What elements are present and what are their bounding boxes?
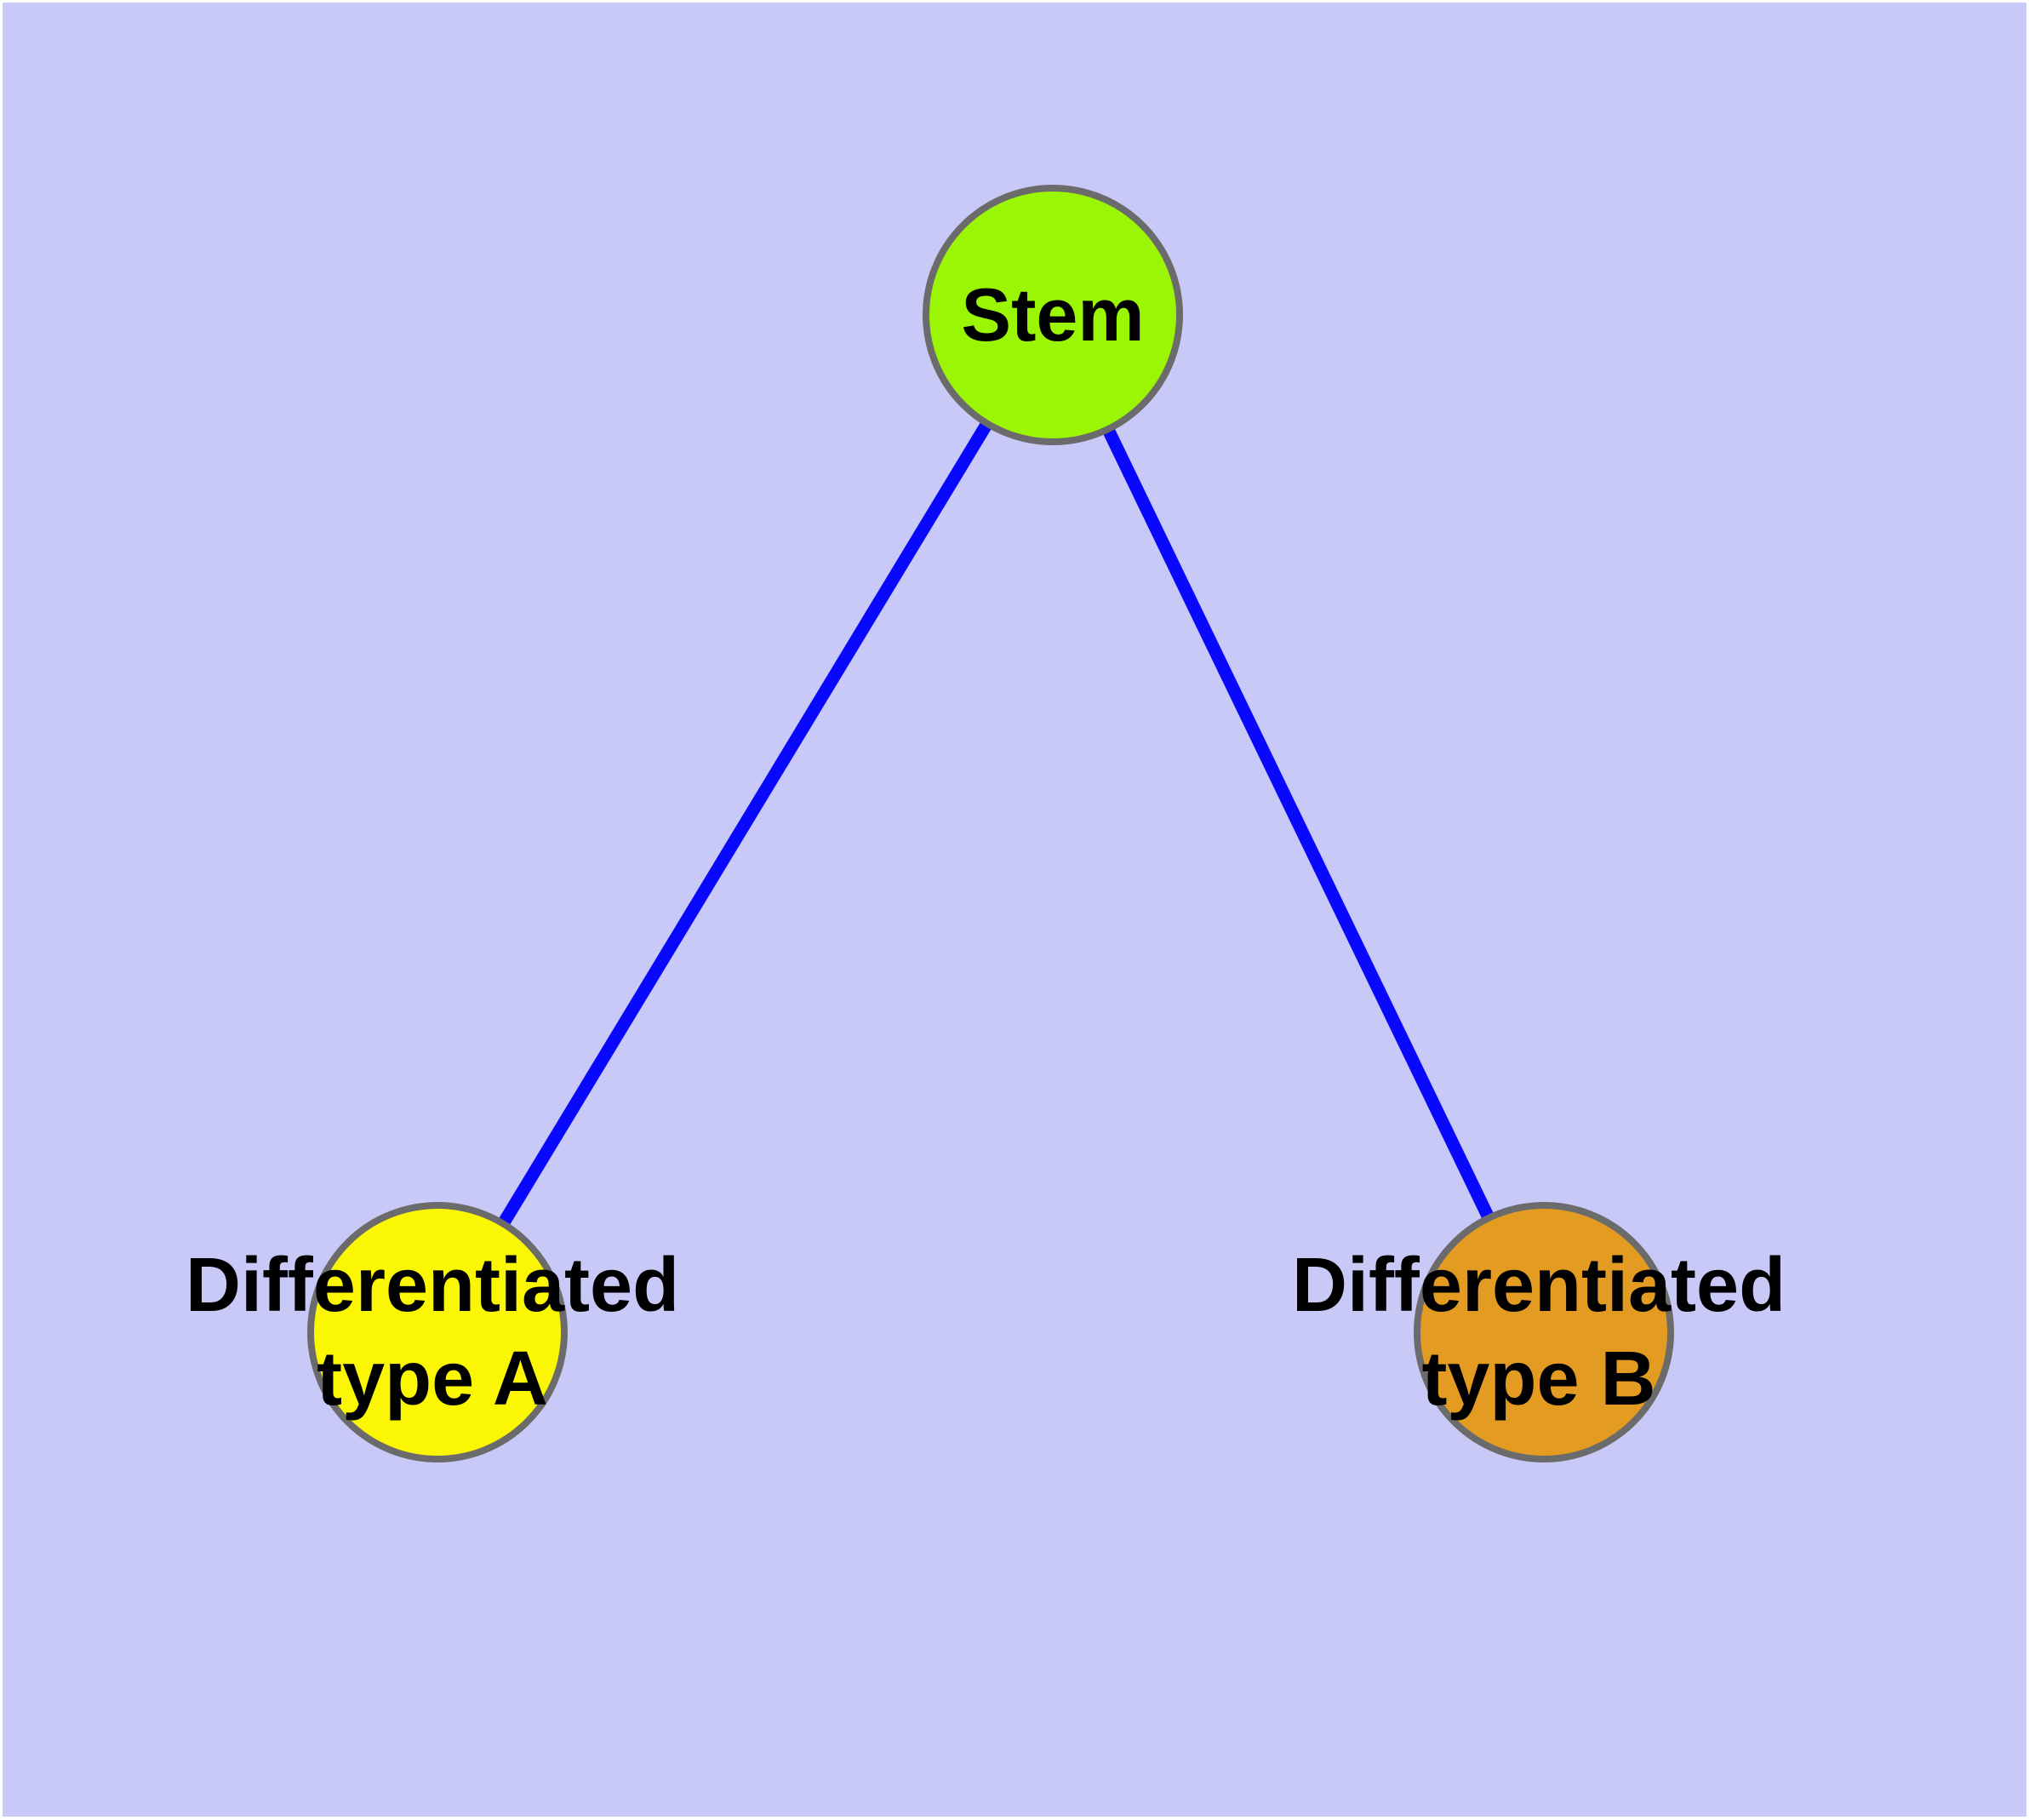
- edge-stem-to-type-a: [432, 312, 1059, 1336]
- node-differentiated-type-a: [307, 1202, 568, 1462]
- node-stem: [923, 185, 1183, 445]
- edge-stem-to-type-b: [1047, 312, 1550, 1336]
- node-differentiated-type-b: [1414, 1202, 1674, 1462]
